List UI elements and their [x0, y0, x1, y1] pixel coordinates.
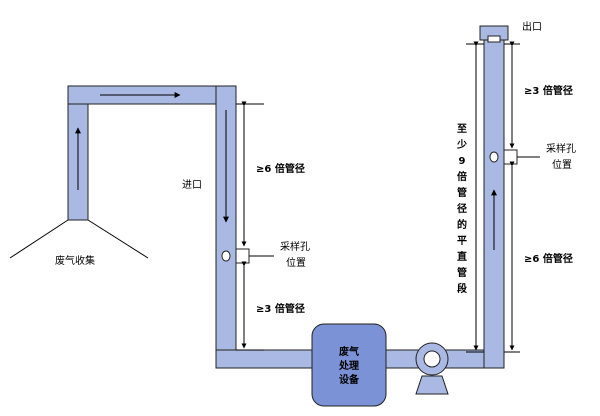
- left-upper-dimension-label: ≥6 倍管径: [256, 162, 305, 175]
- chimney-neck: [487, 35, 501, 43]
- outlet-label: 出口: [522, 20, 542, 33]
- left-sample-label-2: 位置: [286, 256, 306, 269]
- treatment-device: [311, 323, 387, 407]
- right-upper-dimension-label: ≥3 倍管径: [524, 84, 573, 97]
- right-sample-label-1: 采样孔: [546, 142, 576, 155]
- device-label-3: 设备: [339, 373, 360, 386]
- vertical-note-char: 管: [457, 266, 467, 279]
- fan-icon: [415, 342, 449, 395]
- collection-hood: [9, 219, 149, 259]
- device-label-1: 废气: [339, 345, 359, 358]
- right-lower-dimension-label: ≥6 倍管径: [524, 252, 573, 265]
- vertical-note-char: 的: [457, 218, 467, 231]
- left-lower-dimension-label: ≥3 倍管径: [256, 302, 305, 315]
- vertical-note-char: 管: [457, 186, 467, 199]
- vertical-note-char: 直: [457, 250, 467, 263]
- collection-label: 废气收集: [55, 254, 95, 267]
- left-sample-label-1: 采样孔: [280, 240, 310, 253]
- vertical-note-char: 9: [459, 156, 466, 167]
- vertical-note-char: 倍: [457, 170, 467, 183]
- vertical-note-char: 至: [457, 123, 467, 135]
- left-dimension-lines: [236, 101, 264, 351]
- vertical-note-char: 段: [457, 282, 467, 295]
- vertical-note-char: 少: [456, 138, 467, 151]
- vertical-note-char: 平: [457, 235, 467, 247]
- device-label-2: 处理: [338, 359, 359, 372]
- right-sample-label-2: 位置: [552, 158, 572, 171]
- vertical-note-char: 径: [457, 202, 467, 215]
- inlet-label: 进口: [182, 179, 202, 191]
- left-sampling-port: [221, 248, 274, 264]
- right-dimension-lines: [466, 41, 520, 353]
